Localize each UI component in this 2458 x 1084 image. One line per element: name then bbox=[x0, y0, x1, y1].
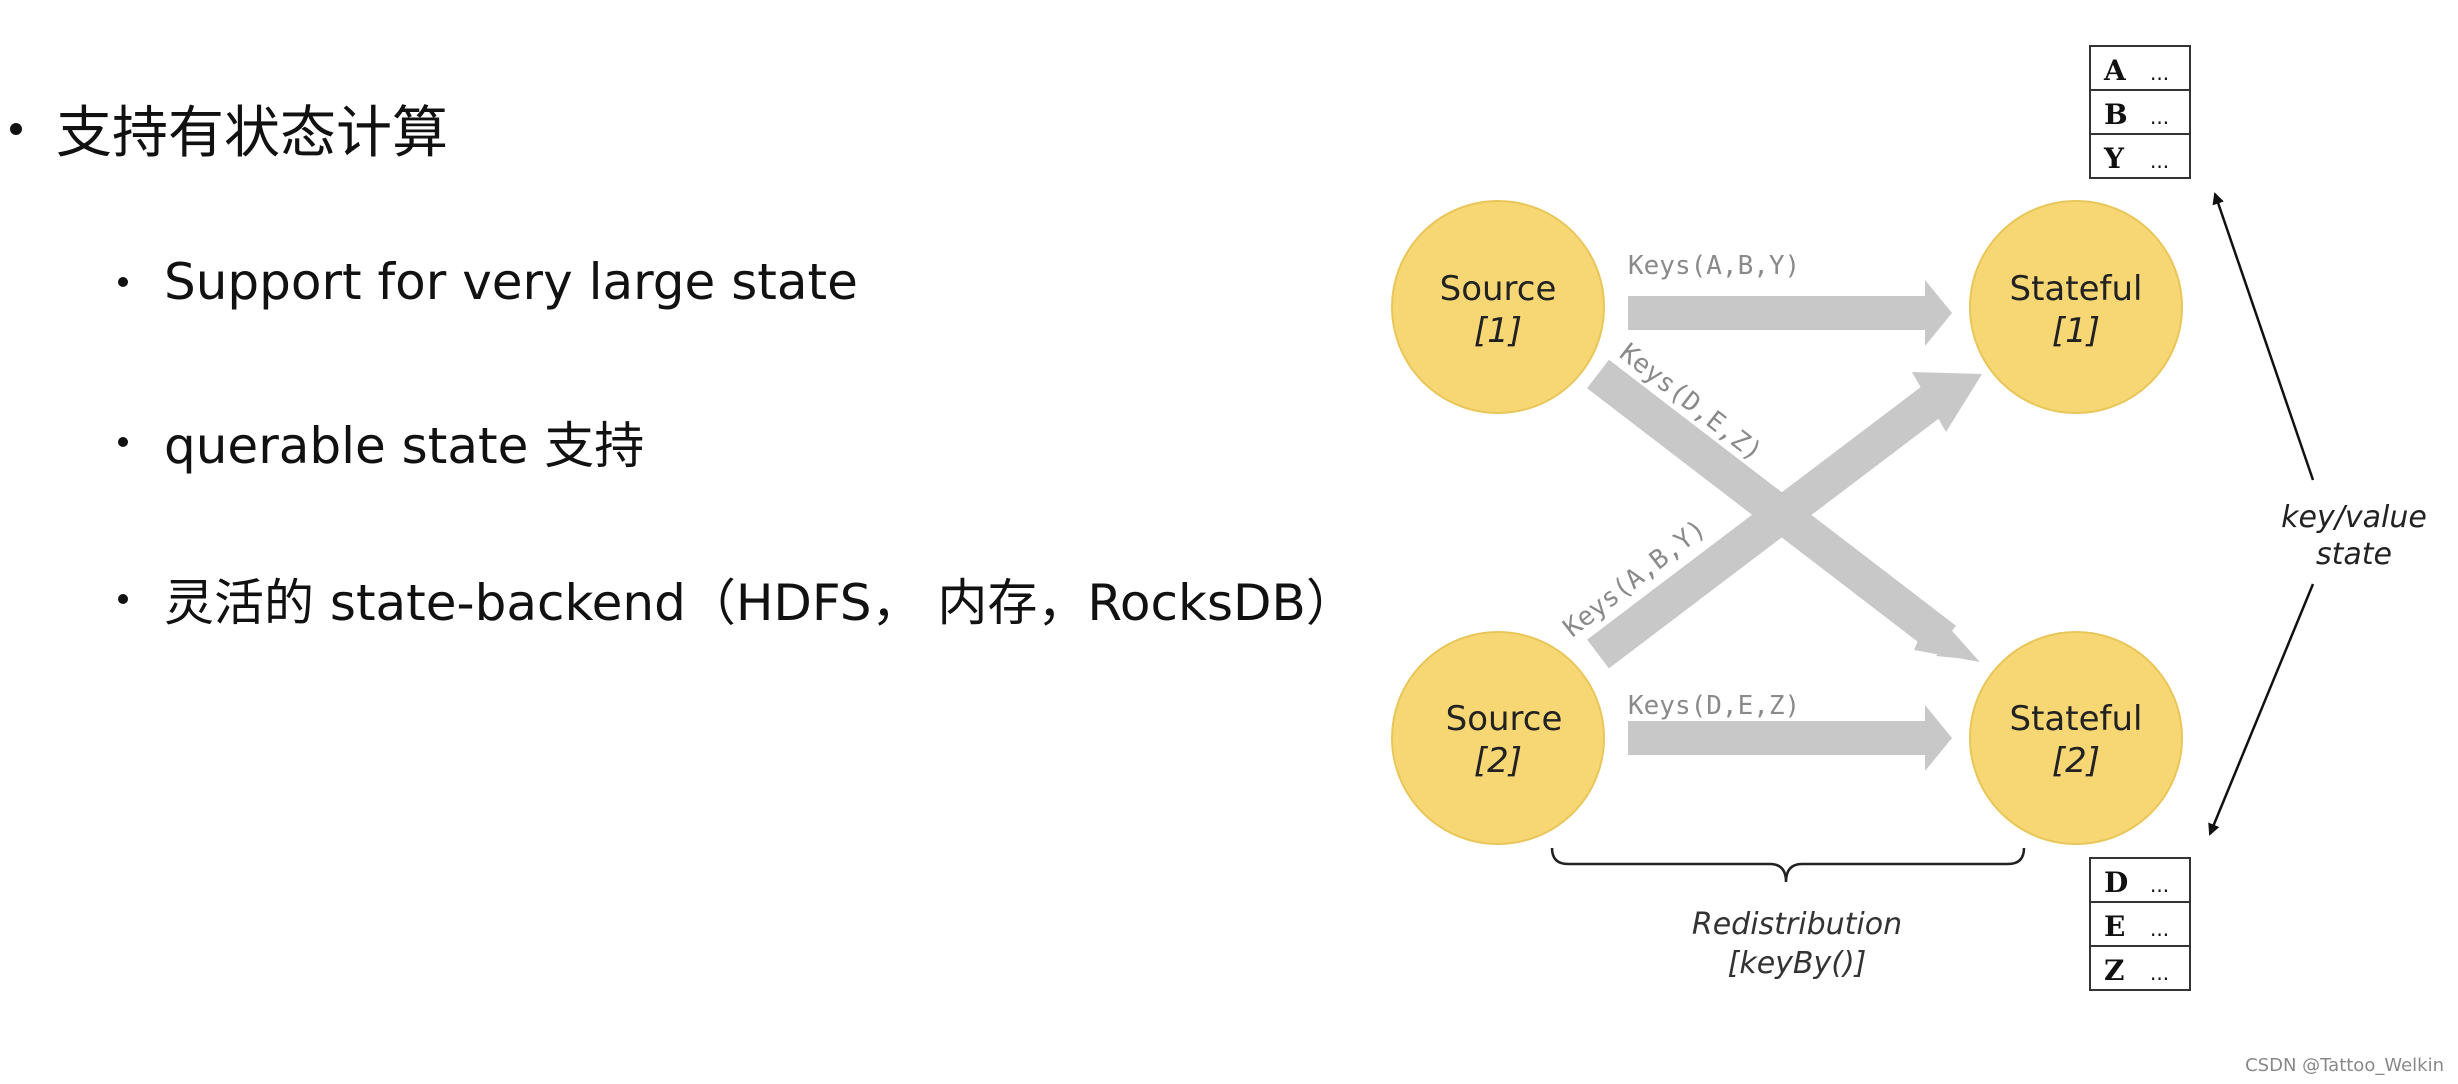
state-key: E bbox=[2104, 910, 2125, 943]
edge-label: Keys(D,E,Z) bbox=[1628, 691, 1800, 721]
node-index: [2] bbox=[2052, 741, 2100, 781]
redistribution-brace bbox=[1550, 847, 2026, 883]
edge-source2-stateful1 bbox=[1587, 372, 1982, 669]
state-key: B bbox=[2104, 98, 2128, 131]
stateful-node-1: Stateful [1] bbox=[1969, 200, 2183, 414]
node-name: Stateful bbox=[2010, 269, 2143, 309]
bullet-dot bbox=[118, 594, 128, 604]
redistribution-sublabel: [keyBy()] bbox=[1728, 946, 1867, 981]
node-name: Source bbox=[1446, 699, 1563, 739]
sub-bullet-1: Support for very large state bbox=[118, 253, 858, 311]
edge-source2-stateful2 bbox=[1628, 705, 1952, 771]
bullet-dot bbox=[118, 437, 128, 447]
source-node-2: Source [2] bbox=[1391, 631, 1605, 845]
state-table-bottom: D ... E ... Z ... bbox=[2089, 857, 2191, 991]
node-index: [2] bbox=[1474, 741, 1522, 781]
state-value: ... bbox=[2150, 873, 2169, 897]
state-value: ... bbox=[2150, 149, 2169, 173]
source-node-1: Source [1] bbox=[1391, 200, 1605, 414]
state-table-top: A ... B ... Y ... bbox=[2089, 45, 2191, 179]
state-value: ... bbox=[2150, 61, 2169, 85]
state-key: D bbox=[2104, 866, 2128, 899]
state-value: ... bbox=[2150, 105, 2169, 129]
node-index: [1] bbox=[2052, 311, 2100, 351]
main-bullet-text: 支持有状态计算 bbox=[56, 101, 448, 166]
main-bullet: 支持有状态计算 bbox=[10, 88, 448, 169]
sub-bullet-text: querable state 支持 bbox=[164, 417, 645, 475]
node-name: Stateful bbox=[2010, 699, 2143, 739]
sub-bullet-text: Support for very large state bbox=[164, 253, 858, 311]
node-name: Source bbox=[1440, 269, 1557, 309]
bullet-dot bbox=[10, 122, 22, 135]
sub-bullet-2: querable state 支持 bbox=[118, 406, 644, 478]
bullet-dot bbox=[118, 277, 128, 287]
sub-bullet-text: 灵活的 state-backend（HDFS， 内存，RocksDB） bbox=[164, 574, 1356, 632]
stateful-node-2: Stateful [2] bbox=[1969, 631, 2183, 845]
state-value: ... bbox=[2150, 961, 2169, 985]
kv-label-line1: key/value bbox=[2281, 500, 2427, 535]
kv-label-line2: state bbox=[2316, 537, 2392, 572]
state-key: Y bbox=[2103, 142, 2125, 175]
kv-arrow-down bbox=[2208, 583, 2315, 836]
node-index: [1] bbox=[1474, 311, 1522, 351]
state-key: A bbox=[2103, 54, 2127, 87]
redistribution-label: Redistribution bbox=[1692, 907, 1902, 942]
watermark: CSDN @Tattoo_Welkin bbox=[2245, 1055, 2444, 1076]
edge-source1-stateful1 bbox=[1628, 280, 1952, 346]
state-key: Z bbox=[2104, 954, 2124, 987]
edge-label: Keys(A,B,Y) bbox=[1628, 251, 1800, 281]
kv-arrow-up bbox=[2212, 192, 2315, 481]
state-value: ... bbox=[2150, 917, 2169, 941]
sub-bullet-3: 灵活的 state-backend（HDFS， 内存，RocksDB） bbox=[118, 563, 1356, 635]
